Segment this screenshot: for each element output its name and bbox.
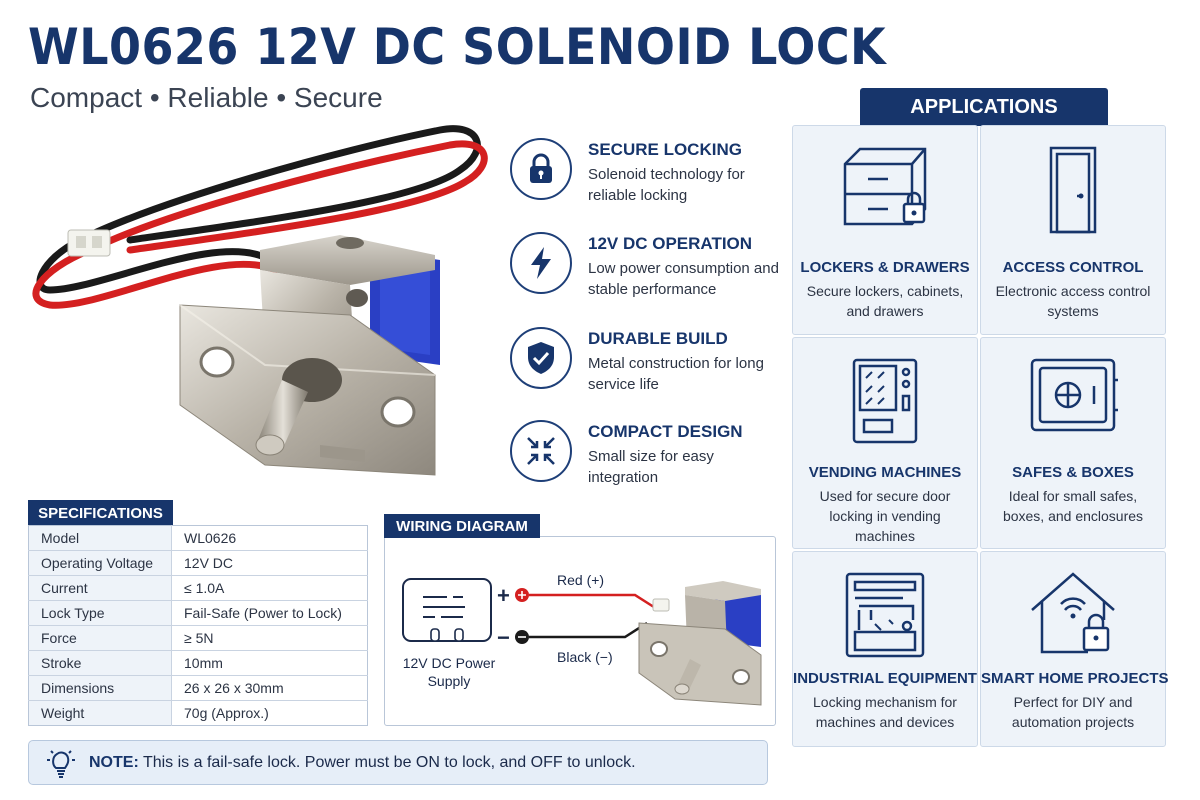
spec-value: Fail-Safe (Power to Lock)	[171, 600, 368, 626]
padlock-icon	[510, 138, 572, 200]
spec-key: Model	[28, 525, 172, 551]
spec-key: Current	[28, 575, 172, 601]
app-smart-home-projects: SMART HOME PROJECTS Perfect for DIY and …	[980, 551, 1169, 747]
app-vending-machines: VENDING MACHINES Used for secure door lo…	[792, 337, 978, 549]
feature-desc: Metal construction for long service life	[588, 355, 764, 393]
plus-sign: +	[497, 583, 510, 608]
feature-12v-dc-operation: 12V DC OPERATION Low power consumption a…	[510, 232, 780, 312]
wiring-diagram-drawing	[402, 578, 762, 706]
spec-key: Operating Voltage	[28, 550, 172, 576]
page-subtitle: Compact • Reliable • Secure	[30, 82, 383, 113]
table-row: Weight 70g (Approx.)	[28, 700, 368, 726]
lightbulb-icon	[45, 748, 77, 785]
spec-value: 26 x 26 x 30mm	[171, 675, 368, 701]
applications-header: APPLICATIONS	[860, 88, 1108, 126]
smart-home-icon	[981, 570, 1165, 656]
red-wire-label: Red (+)	[557, 572, 605, 588]
app-title: SMART HOME PROJECTS	[981, 670, 1169, 687]
app-access-control: ACCESS CONTROL Electronic access control…	[980, 125, 1166, 335]
note-body: This is a fail-safe lock. Power must be …	[142, 754, 636, 771]
app-title: ACCESS CONTROL	[1002, 259, 1144, 276]
spec-value: 10mm	[171, 650, 368, 676]
app-title: VENDING MACHINES	[808, 464, 962, 481]
app-title: LOCKERS & DRAWERS	[800, 259, 970, 276]
safe-icon	[981, 356, 1165, 436]
feature-desc: Small size for easy integration	[588, 448, 714, 486]
page-title: WL0626 12V DC SOLENOID LOCK	[28, 18, 887, 76]
table-row: Current≤ 1.0A	[28, 575, 368, 601]
app-desc: Electronic access control systems	[995, 283, 1151, 319]
lightning-bolt-icon	[510, 232, 572, 294]
drawer-cabinet-icon	[793, 144, 977, 230]
note-text: NOTE: This is a fail-safe lock. Power mu…	[89, 754, 636, 772]
note-banner: NOTE: This is a fail-safe lock. Power mu…	[28, 740, 768, 785]
spec-key: Lock Type	[28, 600, 172, 626]
app-desc: Perfect for DIY and automation projects	[1011, 694, 1135, 730]
app-desc: Ideal for small safes, boxes, and enclos…	[1002, 488, 1144, 524]
wiring-diagram-header: WIRING DIAGRAM	[384, 514, 540, 538]
spec-key: Weight	[28, 700, 172, 726]
door-icon	[981, 144, 1165, 236]
black-wire-label: Black (−)	[557, 649, 613, 665]
solenoid-lock-product-image	[32, 125, 488, 476]
feature-desc: Low power consumption and stable perform…	[588, 260, 779, 298]
feature-compact-design: COMPACT DESIGN Small size for easy integ…	[510, 420, 780, 500]
feature-title: SECURE LOCKING	[588, 140, 742, 159]
feature-title: COMPACT DESIGN	[588, 422, 743, 441]
spec-value: 12V DC	[171, 550, 368, 576]
spec-value: ≤ 1.0A	[171, 575, 368, 601]
app-safes-boxes: SAFES & BOXES Ideal for small safes, box…	[980, 337, 1166, 549]
spec-key: Dimensions	[28, 675, 172, 701]
feature-secure-locking: SECURE LOCKING Solenoid technology for r…	[510, 138, 780, 218]
wiring-diagram: + − Red (+) Black (−) 12V DC Power Suppl…	[384, 536, 776, 726]
feature-desc: Solenoid technology for reliable locking	[588, 166, 745, 204]
specifications-header: SPECIFICATIONS	[28, 500, 173, 526]
spec-key: Stroke	[28, 650, 172, 676]
app-industrial-equipment: INDUSTRIAL EQUIPMENT Locking mechanism f…	[792, 551, 978, 747]
spec-key: Force	[28, 625, 172, 651]
note-label: NOTE:	[89, 754, 139, 771]
app-desc: Used for secure door locking in vending …	[819, 488, 951, 544]
shield-check-icon	[510, 327, 572, 389]
feature-durable-build: DURABLE BUILD Metal construction for lon…	[510, 327, 780, 407]
power-supply-label: 12V DC Power Supply	[402, 655, 496, 689]
app-title: SAFES & BOXES	[1012, 464, 1134, 481]
compress-arrows-icon	[510, 420, 572, 482]
feature-title: DURABLE BUILD	[588, 329, 728, 348]
minus-sign: −	[497, 625, 510, 650]
vending-machine-icon	[793, 356, 977, 446]
control-panel-icon	[793, 570, 977, 660]
spec-value: ≥ 5N	[171, 625, 368, 651]
app-lockers-drawers: LOCKERS & DRAWERS Secure lockers, cabine…	[792, 125, 978, 335]
app-desc: Locking mechanism for machines and devic…	[813, 694, 957, 730]
app-title: INDUSTRIAL EQUIPMENT	[793, 670, 977, 687]
feature-title: 12V DC OPERATION	[588, 234, 753, 253]
spec-value: WL0626	[171, 525, 368, 551]
app-desc: Secure lockers, cabinets, and drawers	[806, 283, 964, 319]
table-row: Force≥ 5N	[28, 625, 368, 651]
applications-grid: LOCKERS & DRAWERS Secure lockers, cabine…	[792, 125, 1169, 747]
spec-value: 70g (Approx.)	[184, 705, 269, 721]
